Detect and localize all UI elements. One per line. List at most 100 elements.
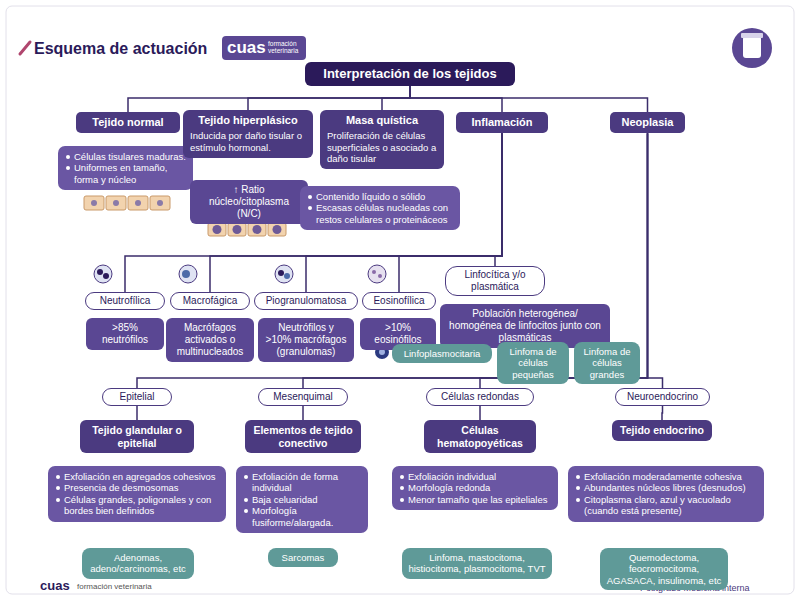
subtype-oval: Neutrofílica — [85, 292, 165, 310]
neutrophil-icon — [94, 265, 112, 283]
box-text: Neoplasia — [616, 116, 679, 129]
root-box: Interpretación de los tejidos — [305, 62, 515, 86]
nucleus — [157, 200, 163, 206]
box-text: Linfoplasmocitaria — [398, 348, 486, 359]
box-text: Neutrofílica — [92, 295, 158, 307]
normal-cells — [84, 196, 170, 210]
box-text: Citoplasma claro, azul y vacuolado (cuan… — [575, 494, 757, 517]
subtype-oval: Macrofágica — [170, 292, 250, 310]
description-box: Neutrófilos y >10% macrófagos (granuloma… — [258, 318, 354, 362]
connector — [661, 406, 663, 420]
jar-icon — [732, 28, 772, 68]
connector — [248, 86, 410, 110]
granule — [378, 274, 382, 278]
connector — [302, 406, 304, 420]
cell — [106, 196, 126, 210]
connector — [382, 86, 410, 110]
box-text: Tejido normal — [82, 116, 174, 129]
connector — [648, 133, 663, 388]
jar-lid — [741, 33, 763, 38]
box-text: Inducida por daño tisular o estímulo hor… — [190, 130, 306, 153]
box-text: ↑ Ratio núcleo/citoplasma (N/C) — [196, 184, 302, 220]
cell — [228, 223, 246, 236]
lobe — [97, 269, 103, 275]
pyogranuloma-icon — [275, 265, 293, 283]
result-box: Linfoma, mastocitoma, histiocitoma, plas… — [402, 548, 552, 579]
box-heading: Tejido hiperplásico — [190, 114, 306, 127]
subtype-oval: Mesenquimal — [258, 388, 348, 406]
result-box: Quemodectoma, feocromocitoma, AGASACA, i… — [600, 548, 728, 590]
jar — [743, 36, 761, 58]
description-box: Macrófagos activados o multinucleados — [166, 318, 254, 362]
logo-subtitle: formación veterinaria — [268, 41, 304, 55]
description-box: >85% neutrófilos — [86, 318, 164, 350]
nucleus — [91, 200, 97, 206]
page-title: Esquema de actuación — [34, 40, 207, 58]
box-text: Población heterogénea/ homogénea de linf… — [446, 308, 604, 344]
bullet-box: Células tisulares maduras.Uniformes en t… — [58, 146, 193, 190]
cell — [208, 223, 226, 236]
category-box: Tejido normal — [76, 112, 180, 133]
box-text: Sarcomas — [274, 552, 332, 563]
bullet-box: Exfoliación individualMorfología redonda… — [392, 466, 558, 510]
category-box: Masa quísticaProliferación de células su… — [320, 110, 444, 169]
logo-text: cuas — [227, 38, 266, 58]
nucleus — [273, 225, 282, 234]
cell — [248, 223, 266, 236]
bullet-box: Exfoliación en agregados cohesivosPresen… — [48, 466, 226, 522]
lobe — [103, 273, 109, 279]
box-text: Eosinofílica — [369, 295, 429, 307]
box-text: Adenomas, adeno/carcinomas, etc — [88, 552, 188, 575]
bullet-box: Contenido líquido o sólidoEscasas célula… — [300, 186, 460, 230]
connector — [479, 406, 481, 420]
box-text: >10% eosinófilos — [366, 322, 430, 346]
hyperplastic-cells — [208, 223, 286, 236]
box-text: Abundantes núcleos libres (desnudos) — [575, 482, 757, 493]
cell — [84, 196, 104, 210]
cell — [150, 196, 170, 210]
result-box: Linfoma de células pequeñas — [497, 342, 569, 384]
pencil-stroke — [20, 42, 30, 54]
subtype-oval: Linfocítica y/o plasmática — [445, 266, 545, 296]
box-text: Exfoliación en agregados cohesivos — [55, 471, 219, 482]
box-text: Baja celuaridad — [243, 494, 361, 505]
box-text: Piogranulomatosa — [261, 295, 351, 307]
subtype-oval: Células redondas — [426, 388, 534, 406]
nucleus — [135, 200, 141, 206]
box-text: Linfoma de células grandes — [580, 346, 634, 380]
connector — [410, 86, 648, 112]
bullet-box: Exfoliación moderadamente cohesivaAbunda… — [568, 466, 764, 522]
box-text: Epitelial — [109, 391, 165, 403]
box-heading: Masa quística — [327, 114, 437, 127]
connector — [128, 86, 410, 112]
connector — [137, 133, 648, 388]
inflammation-cell-icons — [94, 265, 386, 283]
logo-text: cuas — [40, 578, 70, 593]
box-text: Exfoliación moderadamente cohesiva — [575, 471, 757, 482]
tissue-box: Elementos de tejido conectivo — [245, 420, 361, 453]
cell — [128, 196, 148, 210]
logo-subtitle: formación veterinaria — [77, 582, 152, 591]
nucleus — [253, 225, 262, 234]
box-text: Morfología redonda — [399, 482, 551, 493]
connector — [495, 133, 502, 266]
category-box: Neoplasia — [610, 112, 685, 133]
lobe — [284, 273, 290, 279]
box-text: Células redondas — [433, 391, 527, 403]
box-text: Células grandes, poligonales y con borde… — [55, 494, 219, 517]
pencil-icon — [20, 42, 30, 54]
box-text: Exfoliación individual — [399, 471, 551, 482]
box-text: Presencia de desmosomas — [55, 482, 219, 493]
connector — [410, 86, 502, 112]
tissue-box: Tejido glandular o epitelial — [80, 420, 194, 453]
subtype-oval: Epitelial — [102, 388, 172, 406]
nucleus — [233, 225, 242, 234]
box-text: Tejido endocrino — [618, 424, 706, 437]
box-text: Interpretación de los tejidos — [313, 66, 507, 82]
icon-circle — [732, 28, 772, 68]
box-text: Mesenquimal — [265, 391, 341, 403]
result-box: Linfoplasmocitaria — [392, 344, 492, 363]
box-text: Morfología fusiforme/alargada. — [243, 505, 361, 528]
box-text: Escasas células nucleadas con restos cel… — [307, 202, 453, 225]
description-box: ↑ Ratio núcleo/citoplasma (N/C) — [190, 180, 308, 224]
